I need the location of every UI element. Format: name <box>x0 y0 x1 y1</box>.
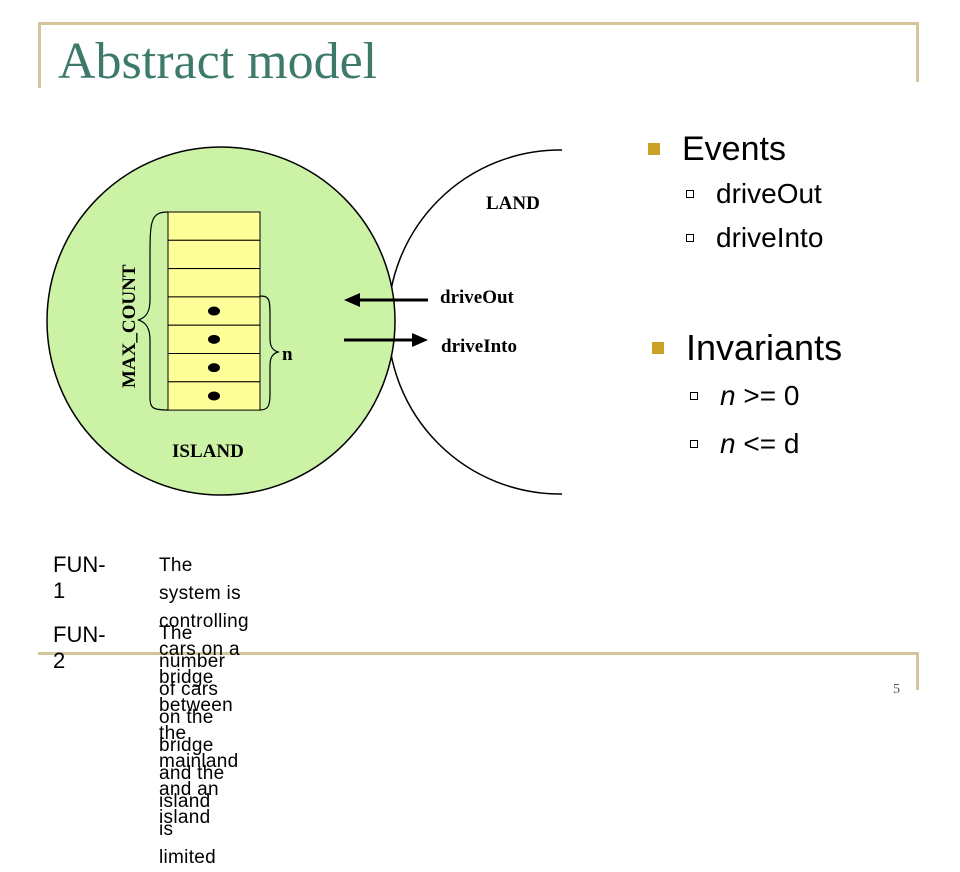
events-heading: Events <box>682 129 786 168</box>
invariant-item: n >= 0 <box>690 372 842 420</box>
drive-into-arrowhead <box>412 333 428 347</box>
car-marker <box>208 391 220 401</box>
requirement-id: FUN-2 <box>53 622 106 673</box>
square-bullet-icon <box>648 143 660 155</box>
car-marker <box>208 306 220 316</box>
invariant-condition: <= d <box>735 428 800 459</box>
drive-out-label: driveOut <box>440 287 515 308</box>
invariant-condition: >= 0 <box>735 380 800 411</box>
hollow-square-bullet-icon <box>690 440 698 448</box>
page-number: 5 <box>893 682 900 697</box>
frame-bottom-right-rule <box>916 652 919 690</box>
invariant-variable: n <box>720 380 736 411</box>
square-bullet-icon <box>652 342 664 354</box>
car-marker <box>208 334 220 344</box>
invariants-heading: Invariants <box>686 327 843 368</box>
slide-title: Abstract model <box>58 33 378 90</box>
invariants-heading-row: Invariants <box>652 324 842 372</box>
n-label: n <box>282 344 293 365</box>
invariant-expression: n <= d <box>720 428 799 460</box>
max-count-brace <box>137 211 169 411</box>
hollow-square-bullet-icon <box>690 392 698 400</box>
island-label: ISLAND <box>172 441 244 462</box>
parking-slot <box>167 268 261 298</box>
n-brace <box>259 295 280 411</box>
requirement-id: FUN-1 <box>53 552 106 603</box>
max-count-label: MAX_COUNT <box>119 264 140 388</box>
invariant-expression: n >= 0 <box>720 380 799 412</box>
drive-into-label: driveInto <box>441 336 517 357</box>
events-list: Events driveOut driveInto <box>648 126 823 260</box>
parking-slot <box>167 211 261 241</box>
requirement-line: The number of cars on the bridge and the… <box>159 623 226 868</box>
requirement-line: The system is controlling cars on a brid… <box>159 555 249 716</box>
frame-right-rule <box>916 22 919 82</box>
hollow-square-bullet-icon <box>686 234 694 242</box>
event-item: driveInto <box>686 216 823 260</box>
frame-left-rule <box>38 22 41 88</box>
parking-slots <box>167 211 261 411</box>
frame-bottom-rule <box>38 652 918 655</box>
event-item: driveOut <box>686 172 823 216</box>
invariants-list: Invariants n >= 0 n <= d <box>652 324 842 468</box>
invariant-item: n <= d <box>690 420 842 468</box>
event-label: driveInto <box>716 222 824 253</box>
car-marker <box>208 363 220 373</box>
drive-out-arrowhead <box>344 293 360 307</box>
hollow-square-bullet-icon <box>686 190 694 198</box>
events-heading-row: Events <box>648 126 823 172</box>
parking-slot <box>167 239 261 270</box>
land-label: LAND <box>486 193 540 214</box>
event-label: driveOut <box>716 178 822 209</box>
bridge-island-diagram: LAND driveOut driveInto n ISLAND MAX_COU… <box>46 146 562 496</box>
requirement-text: The number of cars on the bridge and the… <box>159 620 225 872</box>
invariant-variable: n <box>720 428 736 459</box>
frame-top-rule <box>38 22 918 25</box>
parking-slot <box>167 353 261 383</box>
